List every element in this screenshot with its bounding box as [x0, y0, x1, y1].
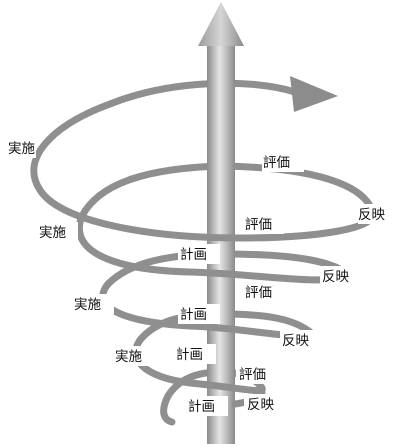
labels: 実施 評価 反映 実施 評価 計画 反映 評価 実施 計画 反映 実施 計画 評… — [6, 138, 399, 416]
label-check-mid: 評価 — [245, 285, 272, 301]
label-act-bottom: 反映 — [247, 397, 274, 413]
spiral-arc-5-front — [160, 392, 176, 426]
label-plan-upper: 計画 — [180, 247, 207, 263]
label-do-upper: 実施 — [39, 225, 66, 241]
label-check-top: 評価 — [263, 155, 290, 171]
label-do-low: 実施 — [115, 349, 142, 365]
label-plan-low: 計画 — [176, 347, 203, 363]
label-do-mid: 実施 — [74, 297, 101, 313]
spiral-arc-2-front — [75, 212, 354, 284]
label-act-mid: 反映 — [322, 269, 349, 285]
spiral-arc-top-back — [106, 79, 299, 108]
spiral-arc-top-front — [30, 100, 377, 242]
label-plan-bottom: 計画 — [188, 399, 215, 415]
spiral-arrowhead — [290, 76, 338, 112]
arrow-head — [198, 2, 244, 46]
label-act-low: 反映 — [282, 333, 309, 349]
label-check-upper: 評価 — [245, 217, 272, 233]
label-act-upper: 反映 — [358, 207, 385, 223]
label-check-low: 評価 — [239, 367, 266, 383]
label-plan-mid: 計画 — [180, 307, 207, 323]
label-do-top: 実施 — [8, 141, 35, 157]
